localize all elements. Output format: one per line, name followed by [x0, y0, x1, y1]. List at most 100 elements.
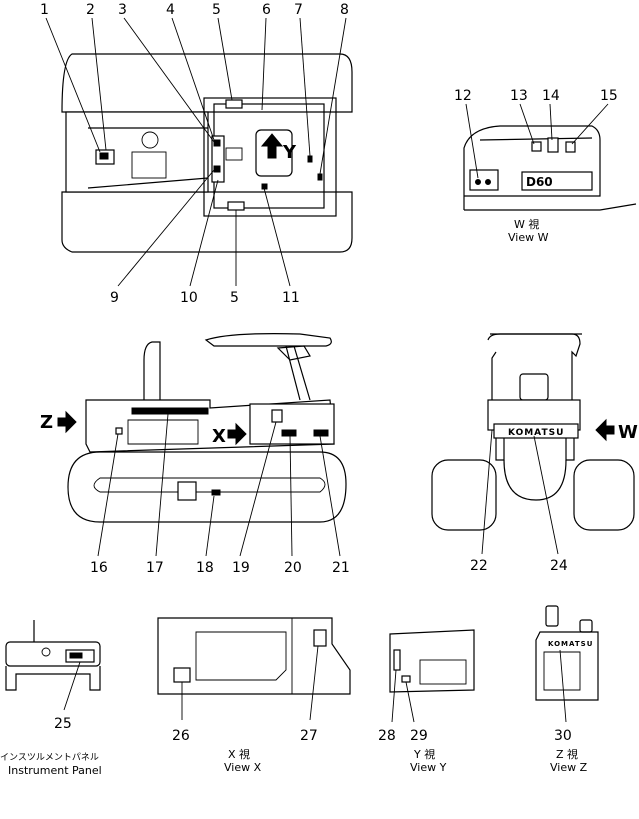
side-canopy-roof	[204, 333, 332, 347]
callout-5b: 5	[230, 290, 239, 306]
callout-13: 13	[510, 88, 528, 104]
y-caption-jp: Y 視	[413, 747, 435, 761]
side-cab-box	[249, 403, 335, 445]
leader-5a	[217, 17, 233, 101]
callout-21: 21	[332, 560, 350, 576]
w-caption: View W	[508, 231, 549, 244]
y-outline	[389, 629, 475, 693]
side-canopy-post	[285, 345, 311, 401]
w-caption-jp: W 視	[514, 217, 539, 231]
instrument-panel-view: 25 インスツルメントパネル Instrument Panel	[0, 620, 102, 777]
leader-13	[519, 103, 535, 145]
side-x-arrow	[227, 422, 247, 446]
callout-12: 12	[454, 88, 472, 104]
callout-27: 27	[300, 728, 318, 744]
top-decal-8	[317, 173, 323, 181]
leader-19	[239, 421, 277, 557]
side-view: Z X 16 17 18 19 20 21	[40, 333, 350, 576]
view-y: 28 29 Y 視 View Y	[378, 629, 475, 774]
top-decal-7	[307, 155, 313, 163]
callout-7: 7	[294, 2, 303, 18]
y-decal-29	[401, 675, 411, 683]
panel-caption: Instrument Panel	[8, 764, 102, 777]
front-track-right	[573, 459, 635, 531]
callout-29: 29	[410, 728, 428, 744]
z-caption-jp: Z 視	[556, 747, 578, 761]
top-y-label: Y	[282, 142, 297, 163]
callout-28: 28	[378, 728, 396, 744]
leader-30	[559, 649, 567, 723]
x-decal-27	[313, 629, 327, 647]
callout-3: 3	[118, 2, 127, 18]
panel-caption-jp: インスツルメントパネル	[0, 752, 99, 763]
leader-14	[549, 103, 553, 141]
front-w-label: W	[618, 422, 638, 443]
top-track-upper	[61, 53, 353, 113]
leader-6	[261, 17, 267, 111]
top-decal-5a	[225, 99, 243, 109]
panel-body	[5, 666, 101, 691]
top-decal-3	[213, 139, 221, 147]
callout-6: 6	[262, 2, 271, 18]
y-panel	[419, 659, 467, 685]
front-komatsu: KOMATSU	[508, 428, 564, 438]
callout-5a: 5	[212, 2, 221, 18]
callout-19: 19	[232, 560, 250, 576]
side-decal-18	[211, 489, 221, 496]
callout-15: 15	[600, 88, 618, 104]
z-filler-cap-b	[579, 619, 593, 633]
callout-26: 26	[172, 728, 190, 744]
side-decal-19	[271, 409, 283, 423]
top-track-lower	[61, 191, 353, 253]
w-decal-12-dot-a	[475, 179, 481, 185]
w-decal-13	[531, 141, 542, 152]
leader-17	[155, 413, 169, 557]
top-hood-taper	[87, 127, 209, 189]
z-outline	[535, 631, 599, 701]
callout-10: 10	[180, 290, 198, 306]
leader-3	[123, 17, 215, 143]
panel-gauge-a	[41, 647, 51, 657]
leader-11	[263, 187, 291, 287]
side-decal-16	[115, 427, 123, 435]
side-canopy-bar	[276, 345, 311, 361]
leader-29	[405, 681, 415, 723]
view-z: KOMATSU 30 Z 視 View Z	[535, 605, 599, 774]
callout-20: 20	[284, 560, 302, 576]
w-decal-12-dot-b	[485, 179, 491, 185]
callout-1: 1	[40, 2, 49, 18]
leader-18	[205, 495, 215, 557]
w-body-top	[479, 137, 593, 141]
top-lever	[225, 147, 243, 161]
leader-2	[91, 17, 107, 151]
callout-11: 11	[282, 290, 300, 306]
callout-4: 4	[166, 2, 175, 18]
front-lower	[495, 438, 575, 461]
side-track-inner	[93, 477, 326, 493]
y-decal-28	[393, 649, 401, 671]
top-grille	[131, 151, 167, 179]
leader-9	[117, 169, 215, 287]
top-cap	[141, 131, 159, 149]
callout-16: 16	[90, 560, 108, 576]
leader-25	[63, 661, 81, 711]
leader-12	[465, 103, 479, 179]
w-base	[464, 203, 637, 211]
side-panel	[127, 419, 199, 445]
callout-9: 9	[110, 290, 119, 306]
top-y-arrow	[260, 133, 284, 159]
view-w: D60 12 13 14 15 W 視 View W	[454, 88, 637, 244]
side-decal-18-box	[177, 481, 197, 501]
callout-24: 24	[550, 558, 568, 574]
callout-17: 17	[146, 560, 164, 576]
x-window	[195, 631, 287, 681]
leader-7	[299, 17, 311, 157]
side-exhaust	[143, 341, 161, 408]
top-decal-5b	[227, 201, 245, 211]
callout-14: 14	[542, 88, 560, 104]
callout-18: 18	[196, 560, 214, 576]
leader-15	[571, 103, 609, 145]
front-seat	[519, 373, 549, 401]
callout-2: 2	[86, 2, 95, 18]
w-decal-12	[469, 169, 499, 191]
